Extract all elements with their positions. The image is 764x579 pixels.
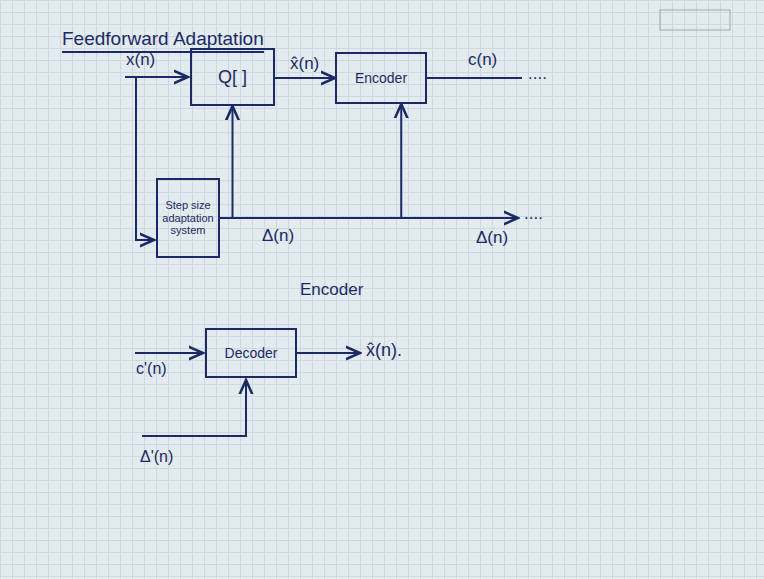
process-box: Decoder (205, 328, 297, 378)
decoder-input-wire (135, 352, 203, 354)
signal-label: x̂(n). (366, 340, 402, 361)
signal-label: .... (528, 64, 547, 84)
signal-label: c(n) (468, 50, 497, 70)
process-box: Encoder (335, 52, 427, 104)
node-text: Q[ ] (218, 67, 247, 88)
signal-connector (220, 106, 233, 218)
node-text: Decoder (225, 345, 278, 361)
process-box: Q[ ] (190, 48, 275, 106)
signal-label: Encoder (300, 280, 363, 300)
stamp-box (660, 10, 730, 30)
step-input-wire (142, 380, 246, 436)
signal-label: Δ(n) (262, 226, 294, 246)
decoder-output-wire (297, 352, 360, 354)
signal-connector (220, 104, 401, 218)
step-output-wire (400, 217, 518, 219)
output-wire (427, 77, 522, 79)
edge-label: x̂(n) (290, 54, 319, 74)
signal-label: c'(n) (136, 360, 167, 378)
node-text: Encoder (355, 70, 407, 86)
adaptation-box: Step size adaptation system (156, 178, 220, 258)
input-wire (125, 76, 188, 78)
signal-label: Δ(n) (476, 228, 508, 248)
signal-connector (275, 77, 335, 79)
branch-wire (136, 77, 154, 240)
signal-label: .... (524, 204, 543, 224)
node-text: Step size adaptation system (161, 199, 215, 237)
signal-label: x(n) (126, 50, 155, 70)
signal-label: Δ'(n) (140, 448, 173, 466)
